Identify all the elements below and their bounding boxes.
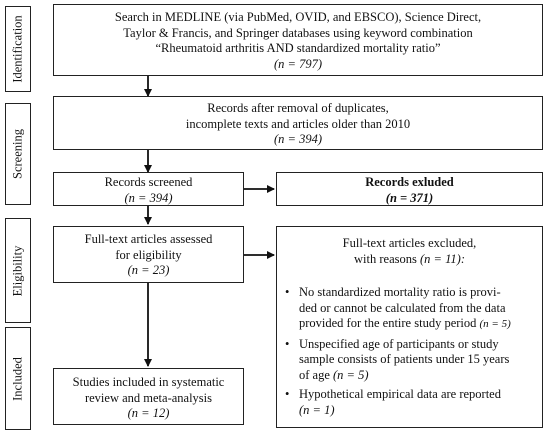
- excluded-count: (n = 371): [385, 190, 434, 205]
- reason-1-line-1: No standardized mortality ratio is provi…: [299, 285, 501, 299]
- fulltext-box: Full-text articles assessed for eligibil…: [53, 226, 244, 283]
- exclusion-reason-1: • No standardized mortality ratio is pro…: [285, 285, 534, 333]
- fulltext-excluded-line-2: with reasons: [354, 251, 417, 266]
- fulltext-excluded-box: Full-text articles excluded, with reason…: [276, 226, 543, 428]
- stage-screening: Screening: [5, 103, 31, 205]
- excluded-label: Records exluded: [365, 175, 454, 189]
- reason-2-line-3: of age: [299, 367, 330, 382]
- duplicates-box: Records after removal of duplicates, inc…: [53, 96, 543, 150]
- identification-box: Search in MEDLINE (via PubMed, OVID, and…: [53, 4, 543, 76]
- included-box: Studies included in systematic review an…: [53, 368, 244, 425]
- bullet-icon: •: [285, 285, 290, 299]
- screened-box: Records screened (n = 394): [53, 172, 244, 206]
- screened-label: Records screened: [104, 175, 193, 189]
- duplicates-count: (n = 394): [273, 132, 322, 146]
- identification-line-1: Search in MEDLINE (via PubMed, OVID, and…: [114, 10, 482, 24]
- reason-3-count: (n = 1): [299, 402, 335, 417]
- reason-2-line-2: sample consists of patients under 15 yea…: [299, 352, 510, 366]
- identification-line-3: “Rheumatoid arthritis AND standardized m…: [155, 41, 441, 55]
- exclusion-reason-2: • Unspecified age of participants or stu…: [285, 337, 534, 384]
- exclusion-reason-3: • Hypothetical empirical data are report…: [285, 387, 534, 418]
- stage-included: Included: [5, 327, 31, 430]
- fulltext-excluded-line-1: Full-text articles excluded,: [342, 236, 477, 250]
- reason-2-count: (n = 5): [333, 367, 369, 382]
- duplicates-line-2: incomplete texts and articles older than…: [185, 116, 411, 131]
- bullet-icon: •: [285, 387, 290, 401]
- fulltext-count: (n = 23): [127, 263, 170, 277]
- reason-2-line-1: Unspecified age of participants or study: [299, 336, 499, 351]
- fulltext-excluded-count: (n = 11):: [419, 251, 465, 266]
- included-line-1: Studies included in systematic: [72, 375, 225, 389]
- fulltext-line-1: Full-text articles assessed: [84, 232, 213, 246]
- included-count: (n = 12): [127, 406, 170, 420]
- bullet-icon: •: [285, 336, 290, 351]
- reason-1-line-3: provided for the entire study period: [299, 316, 477, 330]
- duplicates-line-1: Records after removal of duplicates,: [207, 101, 389, 115]
- reason-3-line-1: Hypothetical empirical data are reported: [299, 387, 501, 401]
- stage-identification: Identification: [5, 6, 31, 92]
- included-line-2: review and meta-analysis: [84, 390, 213, 405]
- reason-1-line-2: ded or cannot be calculated from the dat…: [299, 300, 506, 315]
- exclusion-reasons-list: • No standardized mortality ratio is pro…: [285, 285, 534, 418]
- reason-1-count: (n = 5): [479, 318, 511, 330]
- fulltext-line-2: for eligibility: [115, 247, 182, 262]
- screened-count: (n = 394): [124, 190, 173, 205]
- excluded-box: Records exluded (n = 371): [276, 172, 543, 206]
- identification-line-2: Taylor & Francis, and Springer databases…: [123, 25, 473, 40]
- stage-eligibility: Eligibility: [5, 218, 31, 323]
- identification-count: (n = 797): [273, 56, 322, 71]
